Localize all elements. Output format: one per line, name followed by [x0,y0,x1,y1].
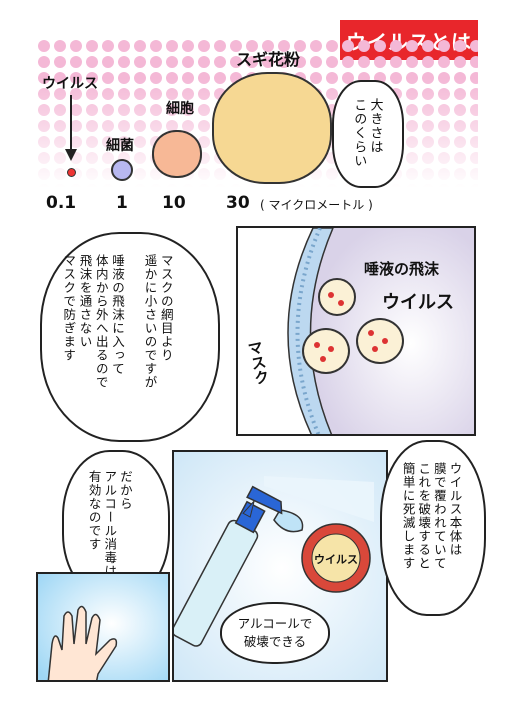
hand-illustration [38,574,168,680]
alcohol-caption: アルコールで 破壊できる [237,616,313,649]
label-cell: 細胞 [166,101,194,117]
alcohol-caption-bubble: アルコールで 破壊できる [220,602,330,664]
scale-1: 1 [116,193,128,213]
mask-illustration-panel: マスク 唾液の飛沫 ウイルス [236,226,476,436]
alcohol-right-bubble: ウイルス本体は 膜で覆われていて これを破壊すると 簡単に死滅します [380,440,486,616]
spray-illustration [174,452,386,680]
virus-label: ウイルス [382,292,454,313]
droplet-1 [318,278,356,316]
mask-bubble-text: マスクの網目より 遥かに小さいのですが 唾液の飛沫に入って 体内から外へ出るので… [61,254,174,389]
alcohol-left-text: だから アルコール消毒は 有効なのです [86,470,133,578]
label-virus: ウイルス [42,76,98,92]
size-speech-bubble: 大きさは このくらい [332,80,404,188]
scale-30: 30 [226,193,250,213]
alcohol-spray-panel: ウイルス アルコールで 破壊できる [172,450,388,682]
label-bacteria: 細菌 [106,138,134,154]
mask-explanation-bubble: マスクの網目より 遥かに小さいのですが 唾液の飛沫に入って 体内から外へ出るので… [40,232,220,442]
alcohol-right-text: ウイルス本体は 膜で覆われていて これを破壊すると 簡単に死滅します [400,462,463,570]
scale-unit: ( マイクロメートル ) [260,198,373,212]
label-pollen: スギ花粉 [236,50,301,69]
hand-panel [36,572,170,682]
bacteria-circle [111,159,133,181]
cell-shape [152,130,202,178]
size-bubble-text: 大きさは このくらい [351,98,383,168]
droplet-3 [356,318,404,364]
scale-10: 10 [162,193,186,213]
size-comparison-panel: ウイルス 細菌 細胞 スギ花粉 大きさは このくらい 0.1 1 10 30 (… [36,38,478,220]
droplet-2 [302,328,350,374]
droplet-label: 唾液の飛沫 [364,260,440,278]
scale-0-1: 0.1 [46,193,77,213]
virus-dot [67,168,76,177]
spray-virus-label: ウイルス [314,553,358,566]
down-arrow-icon [65,95,77,161]
pollen-shape [212,72,332,184]
